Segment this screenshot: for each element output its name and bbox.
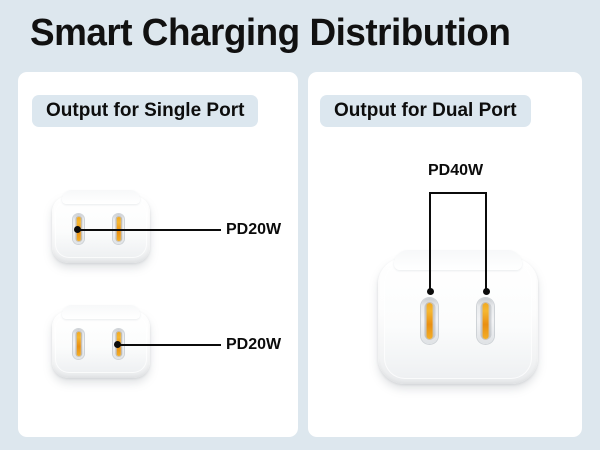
callout-label-pd20w-bottom: PD20W xyxy=(226,336,282,353)
panel-dual-port: Output for Dual Port PD40W xyxy=(308,72,582,437)
leader-endpoint-dot-bottom xyxy=(114,341,121,348)
charger-shoulder xyxy=(62,305,140,319)
port-contact xyxy=(482,303,489,339)
bracket-leg-left xyxy=(429,192,431,292)
charger-shoulder xyxy=(394,250,522,270)
charger-shoulder xyxy=(62,190,140,204)
panel-header-dual-port: Output for Dual Port xyxy=(320,95,531,127)
leader-line-pd20w-top xyxy=(76,229,221,231)
bracket-leg-right xyxy=(485,192,487,292)
leader-endpoint-dot-left-port xyxy=(427,288,434,295)
charger-dual xyxy=(378,250,538,384)
page-title: Smart Charging Distribution xyxy=(30,12,511,54)
callout-label-pd20w-top: PD20W xyxy=(226,221,282,238)
callout-label-pd40w: PD40W xyxy=(428,162,484,179)
charger-single-bottom xyxy=(52,305,150,378)
usb-c-port-right xyxy=(477,298,494,344)
panel-single-port: Output for Single Port PD20W PD20W xyxy=(18,72,298,437)
leader-line-pd20w-bottom xyxy=(116,344,221,346)
usb-c-port-left xyxy=(421,298,438,344)
usb-c-port-left xyxy=(73,329,84,359)
panel-header-single-port: Output for Single Port xyxy=(32,95,259,127)
leader-endpoint-dot-top xyxy=(74,226,81,233)
port-contact xyxy=(116,217,121,241)
bracket-top-line xyxy=(429,192,487,194)
leader-endpoint-dot-right-port xyxy=(483,288,490,295)
port-contact xyxy=(426,303,433,339)
port-contact xyxy=(76,332,81,356)
